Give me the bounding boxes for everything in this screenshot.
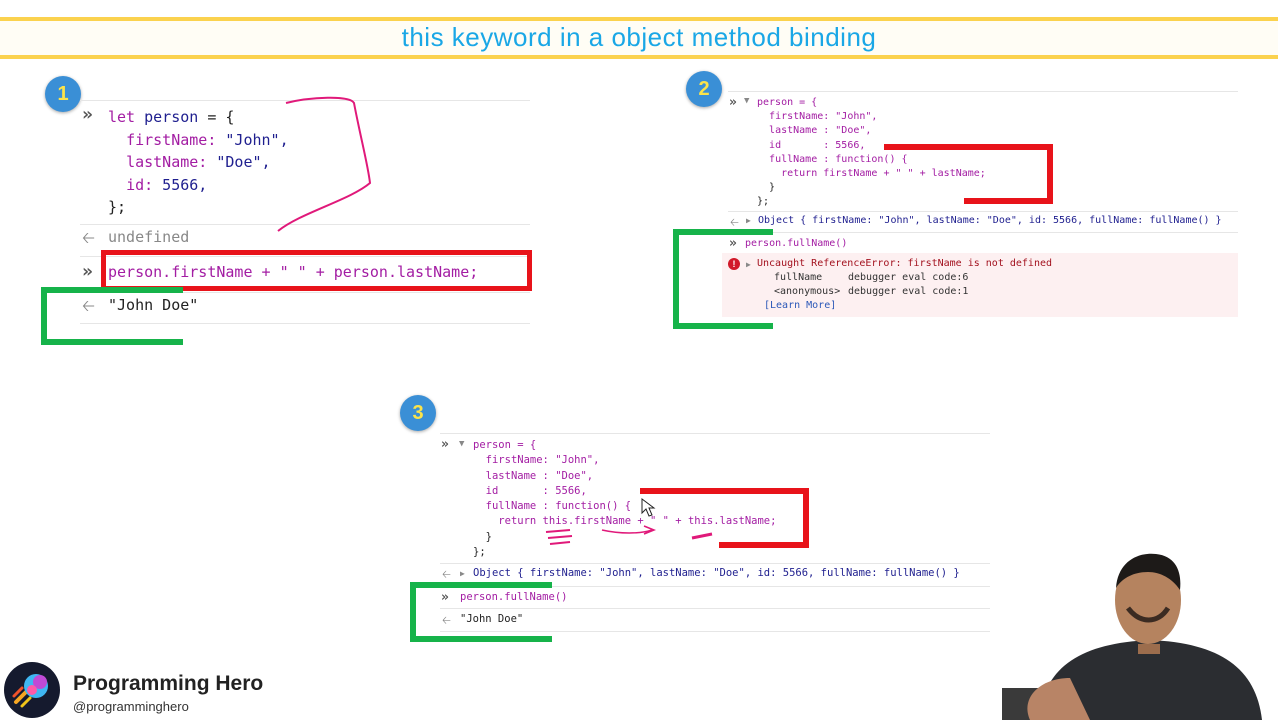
red-highlight-box — [640, 488, 809, 548]
separator — [728, 91, 1238, 92]
separator — [440, 586, 990, 587]
error-message-box — [722, 253, 1238, 317]
green-highlight-box — [673, 229, 773, 329]
return-arrow-icon: 🡠 — [82, 228, 95, 247]
step-badge-3: 3 — [400, 395, 436, 431]
expand-triangle-icon[interactable]: ▼ — [459, 439, 465, 449]
property-name: firstName: — [126, 130, 217, 149]
prompt-icon: » — [729, 95, 737, 110]
separator — [440, 433, 990, 434]
brand-logo-icon — [4, 662, 60, 718]
code-text: = { — [198, 108, 235, 126]
prompt-icon: » — [729, 236, 737, 251]
annotation-underline-icon — [545, 525, 713, 545]
red-highlight-box — [964, 198, 1053, 204]
code-line: id : 5566, — [485, 484, 587, 497]
code-block: person = { firstName: "John", lastName :… — [757, 96, 986, 210]
code-line: return firstName + " " + lastName; — [781, 168, 986, 180]
code-line: }; — [473, 546, 486, 559]
code-block: person = { firstName: "John", lastName :… — [473, 438, 776, 560]
code-line: } — [769, 182, 776, 194]
step-badge-2: 2 — [686, 71, 722, 107]
object-preview[interactable]: Object { firstName: "John", lastName: "D… — [758, 215, 1222, 226]
console-input[interactable]: person.fullName() — [460, 591, 568, 603]
separator — [440, 563, 990, 564]
keyword: let — [108, 108, 136, 126]
code-line: id : 5566, — [769, 139, 866, 151]
brand-name: Programming Hero — [73, 672, 264, 695]
expand-triangle-icon[interactable]: ▼ — [744, 96, 750, 106]
expand-triangle-icon[interactable]: ▶ — [460, 569, 465, 578]
console-input[interactable]: person.fullName() — [745, 238, 848, 249]
red-highlight-box — [101, 250, 532, 291]
page-title: this keyword in a object method binding — [401, 22, 877, 52]
separator — [80, 292, 530, 293]
prompt-icon: » — [441, 437, 449, 452]
code-line: firstName: "John", — [769, 111, 878, 123]
property-name: lastName: — [126, 153, 208, 171]
mouse-cursor-icon — [641, 498, 656, 517]
green-highlight-box — [41, 287, 183, 345]
error-icon: ! — [728, 258, 740, 270]
red-highlight-box — [719, 542, 809, 548]
separator — [440, 608, 990, 609]
code-line: fullName : function() { — [769, 153, 908, 165]
title-bar — [0, 17, 1278, 59]
presenter-webcam-image — [1000, 548, 1278, 720]
code-line: }; — [757, 196, 770, 208]
code-text: }; — [108, 198, 127, 216]
separator — [728, 211, 1238, 212]
separator — [440, 631, 990, 632]
code-line: person = { — [757, 97, 818, 108]
code-line: fullName : function() { — [485, 500, 632, 513]
brand-handle: @programminghero — [73, 699, 189, 714]
stack-frame-name: <anonymous> — [774, 286, 841, 297]
red-highlight-box — [884, 144, 1053, 204]
expand-triangle-icon[interactable]: ▶ — [746, 216, 751, 225]
console-result: undefined — [108, 228, 190, 246]
separator — [80, 323, 530, 324]
code-line: lastName : "Doe", — [769, 125, 872, 137]
return-arrow-icon: 🡠 — [730, 216, 739, 229]
property-name: id: — [126, 175, 154, 194]
stack-frame-link[interactable]: debugger eval code:1 — [848, 286, 969, 297]
console-input[interactable]: person.firstName + " " + person.lastName… — [108, 263, 479, 281]
return-arrow-icon: 🡠 — [442, 568, 451, 581]
separator — [80, 100, 530, 101]
code-line: firstName: "John", — [485, 454, 600, 467]
string-value: "John", — [216, 130, 289, 149]
string-value: "Doe", — [207, 153, 271, 171]
return-arrow-icon: 🡠 — [82, 296, 95, 315]
error-text: Uncaught ReferenceError: firstName is no… — [757, 258, 1053, 269]
prompt-icon: » — [82, 104, 93, 125]
code-line: return this.firstName + " " + this.lastN… — [498, 515, 777, 528]
code-line: person = { — [473, 439, 537, 451]
separator — [728, 232, 1238, 233]
code-block: let person = { firstName: "John", lastNa… — [108, 106, 289, 219]
green-highlight-box — [410, 582, 552, 642]
prompt-icon: » — [441, 590, 449, 605]
learn-more-link[interactable]: [Learn More] — [764, 300, 837, 311]
console-result: "John Doe" — [108, 296, 199, 314]
separator — [80, 256, 530, 257]
console-result: "John Doe" — [460, 613, 524, 625]
code-line: } — [485, 530, 492, 543]
prompt-icon: » — [82, 261, 93, 282]
separator — [80, 224, 530, 225]
code-line: lastName : "Doe", — [485, 469, 594, 482]
expand-triangle-icon[interactable]: ▶ — [746, 260, 751, 269]
return-arrow-icon: 🡠 — [442, 614, 451, 627]
stack-frame-link[interactable]: debugger eval code:6 — [848, 272, 969, 283]
number-value: 5566, — [153, 175, 208, 194]
object-preview[interactable]: Object { firstName: "John", lastName: "D… — [473, 567, 960, 579]
annotation-brace-icon — [277, 96, 372, 232]
identifier: person — [144, 108, 199, 126]
stack-frame-name: fullName — [774, 272, 823, 283]
step-badge-1: 1 — [45, 76, 81, 112]
